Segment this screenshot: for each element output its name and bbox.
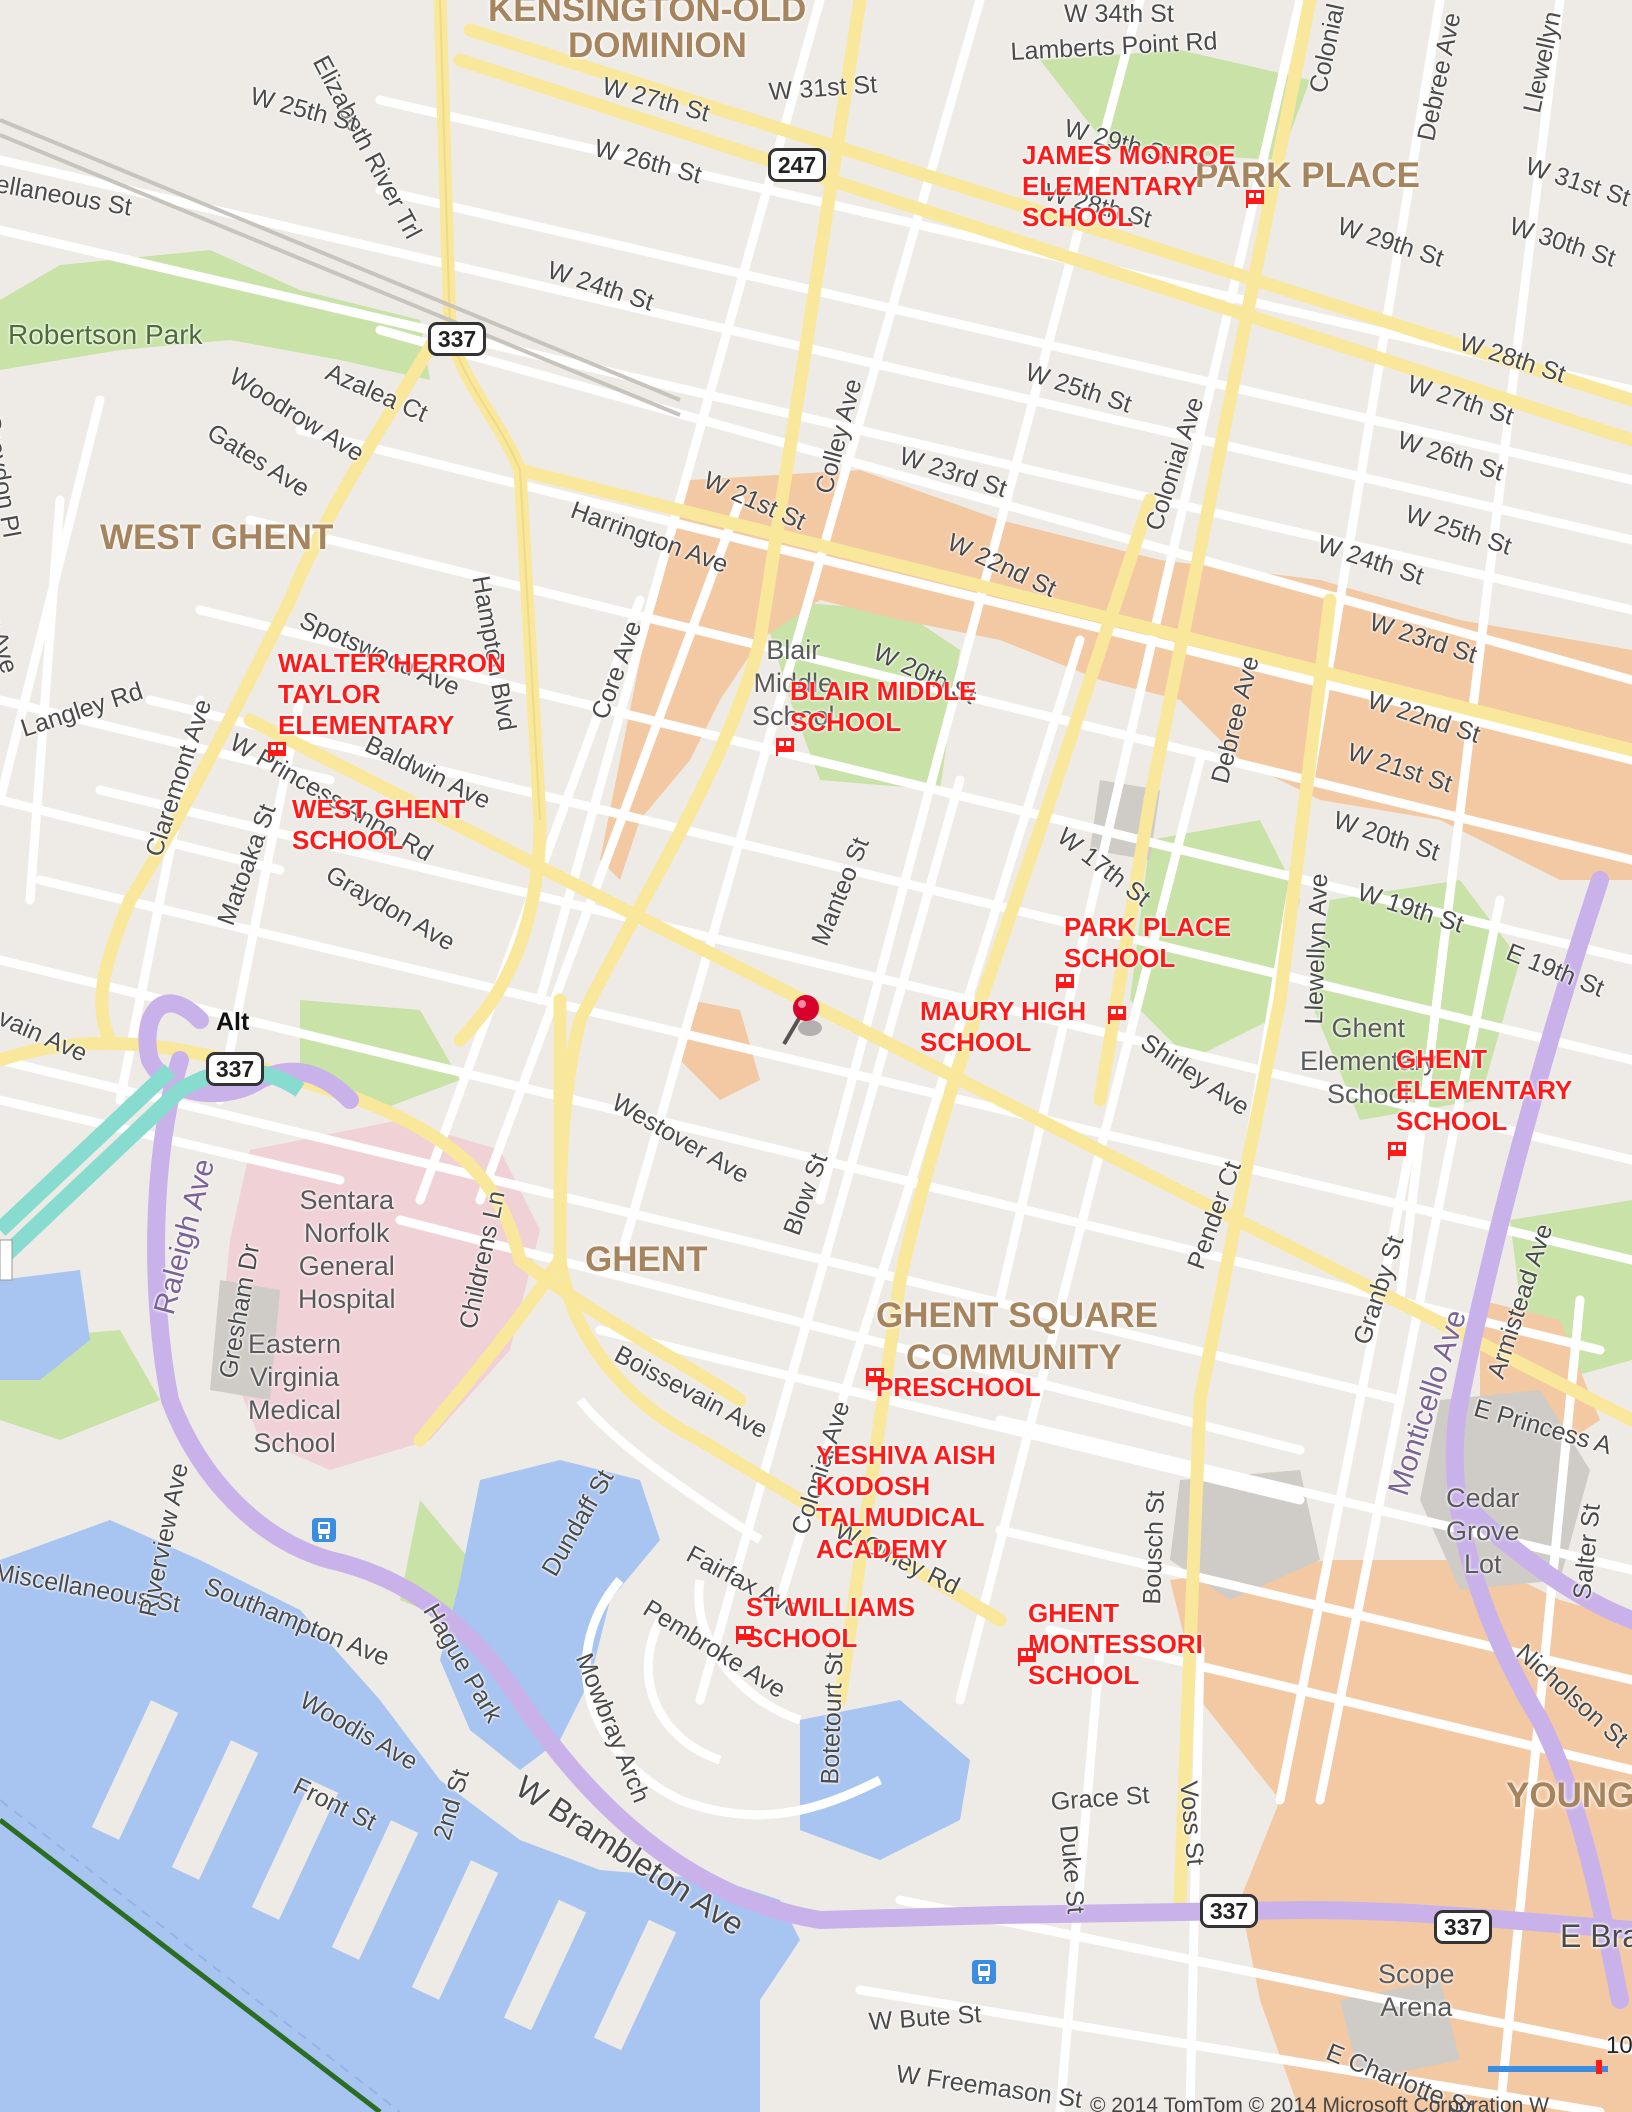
school-flag-icon[interactable] bbox=[1386, 1138, 1408, 1160]
neighborhood-label: COMMUNITY bbox=[906, 1338, 1122, 1377]
street-label: Bousch St bbox=[1138, 1490, 1170, 1605]
map-copyright: © 2014 TomTom © 2014 Microsoft Corporati… bbox=[1090, 2094, 1549, 2112]
school-flag-icon[interactable] bbox=[1016, 1644, 1038, 1666]
neighborhood-label: WEST GHENT bbox=[100, 518, 334, 557]
neighborhood-label: PARK PLACE bbox=[1195, 156, 1420, 195]
route-shield-247: 247 bbox=[768, 148, 826, 182]
school-label: WALTER HERRON TAYLOR ELEMENTARY bbox=[278, 648, 506, 741]
school-flag-icon[interactable] bbox=[266, 738, 288, 760]
route-shield-337: 337 bbox=[1200, 1894, 1258, 1928]
school-label: GHENT MONTESSORI SCHOOL bbox=[1028, 1598, 1203, 1691]
street-label: E Bra bbox=[1560, 1918, 1632, 1954]
neighborhood-label: GHENT SQUARE bbox=[876, 1296, 1158, 1335]
route-shield-337: 337 bbox=[1434, 1910, 1492, 1944]
water-areas bbox=[0, 1270, 970, 2112]
place-label: Ghent Elementary School bbox=[1300, 1013, 1437, 1109]
neighborhood-label: DOMINION bbox=[568, 26, 747, 65]
school-label: ST WILLIAMS SCHOOL bbox=[746, 1592, 915, 1654]
school-label: PRESCHOOL bbox=[876, 1372, 1041, 1402]
school-flag-icon[interactable] bbox=[1054, 970, 1076, 992]
scale-label: 10 bbox=[1606, 2032, 1632, 2059]
freeways bbox=[138, 871, 1632, 2009]
place-label: Blair Middle School bbox=[752, 635, 835, 731]
route-shield-337: 337 bbox=[206, 1052, 264, 1086]
school-flag-icon[interactable] bbox=[1244, 186, 1266, 208]
street-label: Botetourt St bbox=[816, 1651, 849, 1785]
school-flag-icon[interactable] bbox=[734, 1622, 756, 1644]
scale-bar bbox=[1488, 2060, 1608, 2074]
street-label: Voss St bbox=[1174, 1779, 1210, 1867]
neighborhood-label: KENSINGTON-OLD bbox=[488, 0, 807, 29]
school-label: PARK PLACE SCHOOL bbox=[1064, 912, 1232, 974]
place-label: Eastern Virginia Medical School bbox=[248, 1329, 342, 1458]
street-label: Llewellyn Ave bbox=[1300, 872, 1334, 1025]
school-label: MAURY HIGH SCHOOL bbox=[920, 996, 1087, 1058]
street-label: W 34th St bbox=[1064, 0, 1174, 28]
railroad bbox=[0, 118, 681, 417]
hospital-label: Sentara Norfolk General Hospital bbox=[298, 1185, 396, 1314]
school-label: JAMES MONROE ELEMENTARY SCHOOL bbox=[1022, 140, 1236, 233]
street-label: Duke St bbox=[1054, 1823, 1090, 1915]
map-pin-icon[interactable] bbox=[774, 994, 834, 1054]
school-flag-icon[interactable] bbox=[1106, 1002, 1128, 1024]
alt-route-label: Alt bbox=[216, 1008, 250, 1036]
route-shield-337: 337 bbox=[428, 322, 486, 356]
transit-icon[interactable] bbox=[310, 1516, 338, 1544]
school-flag-icon[interactable] bbox=[774, 734, 796, 756]
school-flag-icon[interactable] bbox=[864, 1364, 886, 1386]
school-label: GHENT ELEMENTARY SCHOOL bbox=[1396, 1044, 1573, 1137]
neighborhood-label: GHENT bbox=[585, 1240, 708, 1279]
neighborhood-label: YOUNG bbox=[1506, 1776, 1632, 1815]
transit-icon[interactable] bbox=[970, 1958, 998, 1986]
school-label: BLAIR MIDDLE SCHOOL bbox=[790, 676, 977, 738]
piers bbox=[91, 1700, 677, 2051]
school-label: WEST GHENT SCHOOL bbox=[292, 794, 466, 856]
school-label: YESHIVA AISH KODOSH TALMUDICAL ACADEMY bbox=[816, 1440, 996, 1564]
curved-streets bbox=[576, 1397, 883, 1820]
place-label: Scope Arena bbox=[1378, 1959, 1455, 2022]
place-label: Cedar Grove Lot bbox=[1446, 1483, 1520, 1579]
park-label: Robertson Park bbox=[8, 319, 203, 350]
